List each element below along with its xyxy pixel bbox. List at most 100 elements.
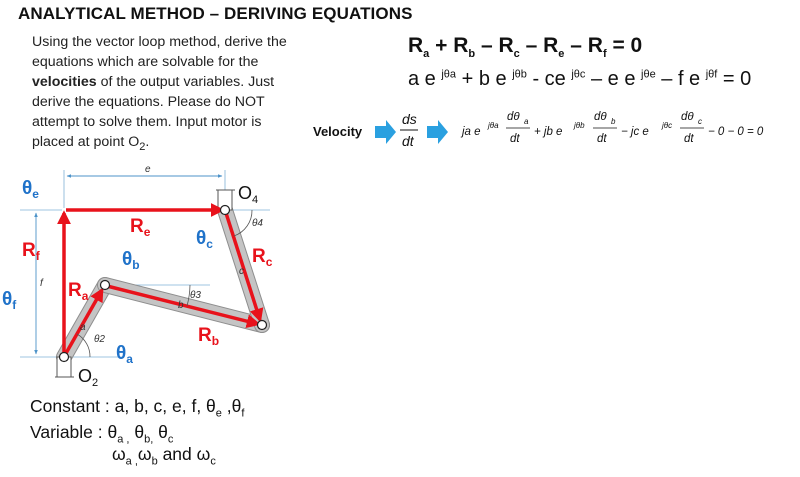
variables-text: Variable : θ	[30, 422, 118, 442]
vel-dtheta1: dθ	[507, 111, 520, 123]
omega-symbol: ω	[112, 444, 126, 464]
variables-sub: b,	[144, 433, 154, 446]
instructions-bold: velocities	[32, 74, 97, 90]
label-theta-e: θe	[22, 178, 39, 201]
label-theta-f: θf	[2, 289, 17, 312]
vel-term3: − jc e	[621, 126, 649, 138]
constants-sub: f	[241, 407, 245, 420]
vel-term1: ja e	[460, 126, 481, 138]
vector-rb	[106, 284, 261, 329]
label-small-c: c	[239, 266, 244, 277]
complex-equation: a e jθa + b e jθb - ce jθc – e e jθe – f…	[408, 68, 751, 91]
omega-sub: b	[151, 455, 158, 468]
eq1-sub-b: b	[468, 48, 476, 61]
vel-sub3: c	[698, 117, 702, 126]
vel-dt1: dt	[510, 133, 520, 145]
velocity-label: Velocity	[313, 124, 363, 139]
variables-list: Variable : θa , θb, θc	[30, 422, 173, 451]
vel-dtheta3: dθ	[681, 111, 694, 123]
arc-theta3	[186, 284, 191, 307]
vel-dt2: dt	[597, 133, 607, 145]
vel-exp1: jθa	[487, 121, 499, 130]
omega-symbol: ω	[196, 444, 211, 464]
problem-statement: Using the vector loop method, derive the…	[32, 32, 304, 157]
constants-text: ,θ	[221, 396, 242, 416]
dt-denominator: dt	[402, 133, 415, 149]
label-rf: Rf	[22, 240, 41, 263]
label-o2: O2	[78, 366, 98, 389]
variables-text: θ	[129, 422, 145, 442]
eq2-term: – e e	[585, 68, 642, 90]
eq1-R: – R	[475, 34, 514, 57]
label-small-b: b	[178, 300, 184, 311]
label-rc: Rc	[252, 246, 273, 269]
pin-joint-o4	[219, 204, 231, 216]
arrow-right-icon	[427, 120, 448, 144]
variables-text: θ	[153, 422, 168, 442]
eq2-term: + b e	[456, 68, 513, 90]
eq2-term: – f e	[655, 68, 706, 90]
eq2-exp: jθf	[705, 68, 718, 81]
label-f: f	[40, 278, 44, 289]
vel-sub1: a	[524, 117, 529, 126]
eq2-exp: jθe	[641, 68, 656, 81]
eq2-exp: jθa	[441, 68, 457, 81]
vel-dt3: dt	[684, 133, 694, 145]
vector-ra	[63, 287, 104, 356]
label-small-theta2: θ2	[94, 334, 105, 345]
pin-joint-b	[256, 319, 268, 331]
angular-velocity-list: ωa ,ωb and ωc	[112, 444, 216, 468]
arrow-right-icon	[375, 120, 396, 144]
eq2-term: - ce	[526, 68, 572, 90]
label-rb: Rb	[198, 325, 219, 348]
label-small-theta3: θ3	[190, 290, 201, 301]
constants-sub: e	[215, 407, 222, 420]
eq2-equals: = 0	[717, 68, 752, 90]
eq2-exp: jθc	[571, 68, 586, 81]
label-re: Re	[130, 216, 151, 239]
vel-sub2: b	[611, 117, 616, 126]
arc-theta2	[76, 333, 91, 358]
eq2-term: a e	[408, 68, 442, 90]
eq1-equals: = 0	[606, 34, 643, 57]
eq1-sub-e: e	[558, 48, 565, 61]
vel-exp3: jθc	[661, 121, 672, 130]
constants-text: Constant : a, b, c, e, f, θ	[30, 396, 216, 416]
eq1-R: – R	[519, 34, 559, 57]
eq2-exp: jθb	[512, 68, 527, 81]
instructions-sub: 2	[139, 140, 146, 153]
omega-sub: a ,	[125, 455, 138, 468]
loop-equation: Ra + Rb – Rc – Re – Rf = 0	[408, 34, 642, 60]
label-ra: Ra	[68, 280, 89, 303]
label-theta-b: θb	[122, 249, 140, 272]
pin-joint-o2	[58, 351, 70, 363]
omega-and: and	[157, 444, 197, 464]
label-e: e	[145, 164, 151, 175]
variables-sub: c	[167, 433, 174, 446]
eq1-R: + R	[429, 34, 469, 57]
vel-exp2: jθb	[573, 121, 585, 130]
eq1-sub-c: c	[513, 48, 520, 61]
instructions-end: .	[145, 134, 150, 150]
arc-theta4	[233, 209, 253, 237]
omega-symbol: ω	[137, 444, 152, 464]
ds-numerator: ds	[402, 111, 417, 127]
eq1-R: R	[408, 34, 424, 57]
page-title: ANALYTICAL METHOD – DERIVING EQUATIONS	[18, 4, 413, 23]
vel-term2: + jb e	[534, 126, 562, 138]
instructions-part2: of the output variables. Just derive the…	[32, 74, 275, 150]
omega-sub: c	[210, 455, 216, 468]
eq1-R: – R	[564, 34, 603, 57]
pin-joint-a	[99, 279, 111, 291]
eq1-sub-a: a	[423, 48, 430, 61]
label-small-theta4: θ4	[252, 218, 263, 229]
vector-rc	[224, 212, 264, 323]
label-theta-a: θa	[116, 343, 133, 366]
instructions-part1: Using the vector loop method, derive the…	[32, 34, 287, 70]
label-o4: O4	[238, 183, 258, 206]
variables-sub: a ,	[117, 433, 130, 446]
eq1-sub-f: f	[602, 48, 607, 61]
label-small-a: a	[80, 322, 86, 333]
